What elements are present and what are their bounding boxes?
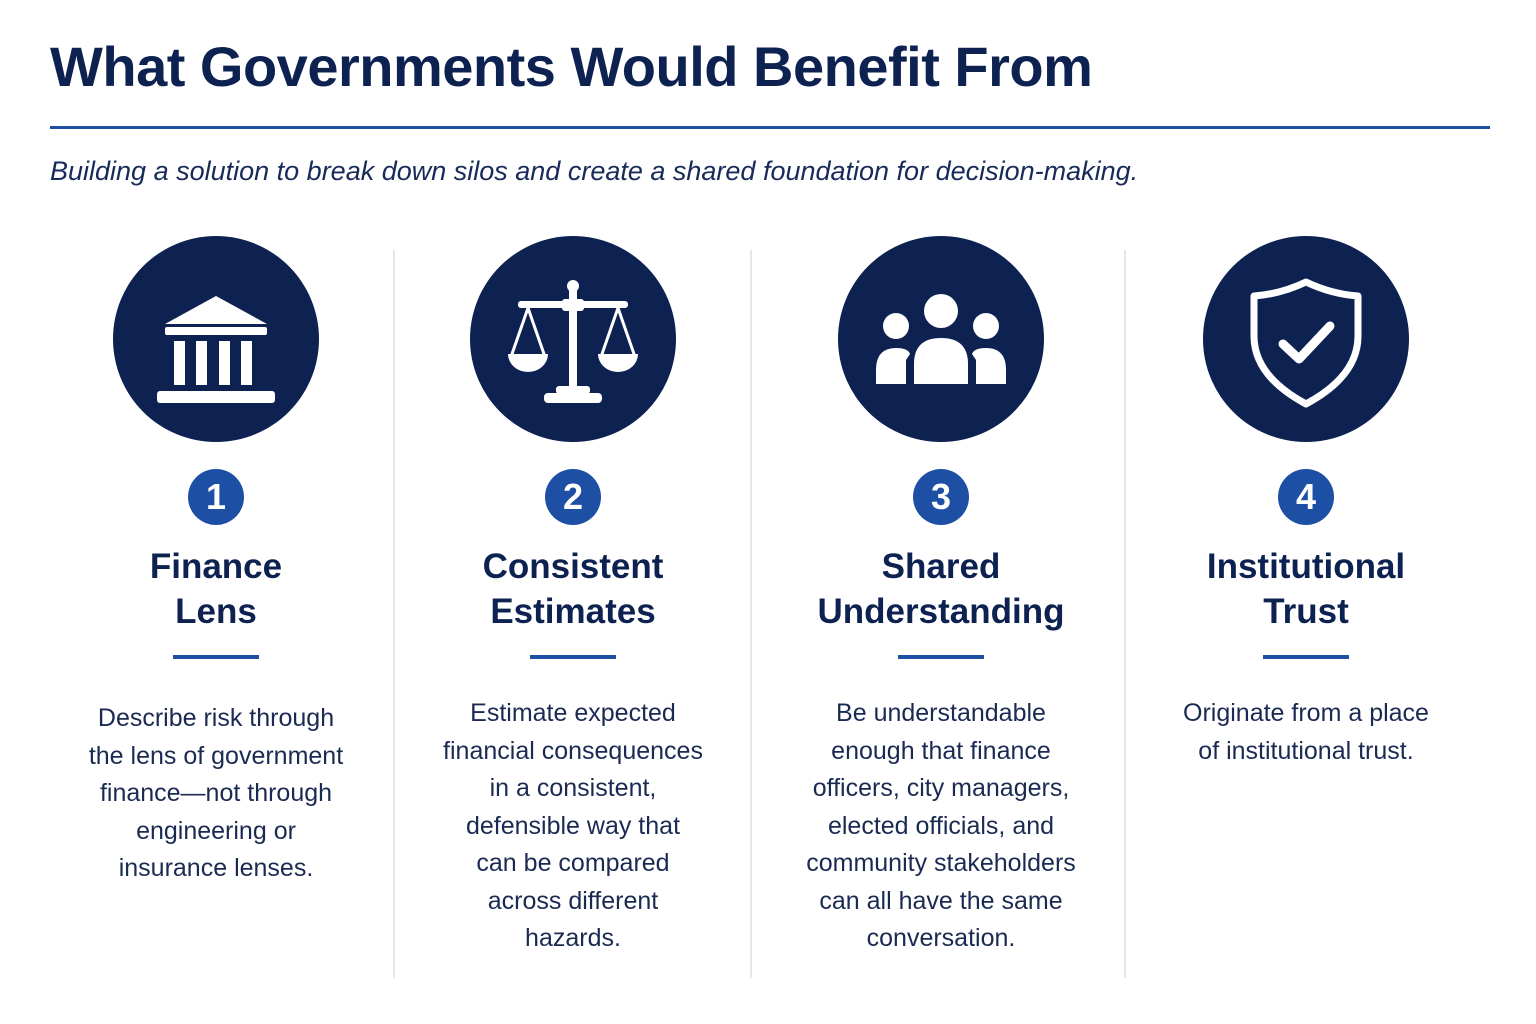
step-number-badge: 1 [188, 469, 244, 525]
benefit-description: Be understandable enough that finance of… [806, 699, 1076, 952]
people-group-icon [838, 236, 1044, 442]
column-divider [750, 250, 752, 978]
benefit-heading: Institutional Trust [1206, 547, 1406, 631]
scales-of-justice-icon [470, 236, 676, 442]
benefit-heading: Finance Lens [149, 547, 283, 631]
benefit-description: Describe risk through the lens of govern… [88, 704, 344, 882]
title-underline [50, 126, 1490, 129]
column-divider [393, 250, 395, 978]
benefit-card-institutional-trust: 4 Institutional Trust Originate from a p… [1136, 236, 1476, 996]
heading-underline [898, 655, 984, 659]
page-title: What Governments Would Benefit From [50, 35, 1093, 98]
shield-check-icon [1203, 236, 1409, 442]
column-divider [1124, 250, 1126, 978]
benefit-card-shared-understanding: 3 Shared Understanding Be understandable… [771, 236, 1111, 996]
heading-underline [530, 655, 616, 659]
benefit-heading: Consistent Estimates [482, 547, 664, 631]
benefit-description: Originate from a place of institutional … [1183, 699, 1429, 765]
page-subtitle: Building a solution to break down silos … [50, 156, 1139, 186]
step-number-badge: 3 [913, 469, 969, 525]
bank-building-icon [113, 236, 319, 442]
heading-underline [1263, 655, 1349, 659]
benefit-description: Estimate expected financial consequences… [443, 699, 703, 952]
step-number-badge: 2 [545, 469, 601, 525]
benefit-heading: Shared Understanding [817, 547, 1065, 631]
benefit-card-consistent-estimates: 2 Consistent Estimates Estimate expected… [403, 236, 743, 996]
benefit-card-finance-lens: 1 Finance Lens Describe risk through the… [46, 236, 386, 996]
heading-underline [173, 655, 259, 659]
step-number-badge: 4 [1278, 469, 1334, 525]
